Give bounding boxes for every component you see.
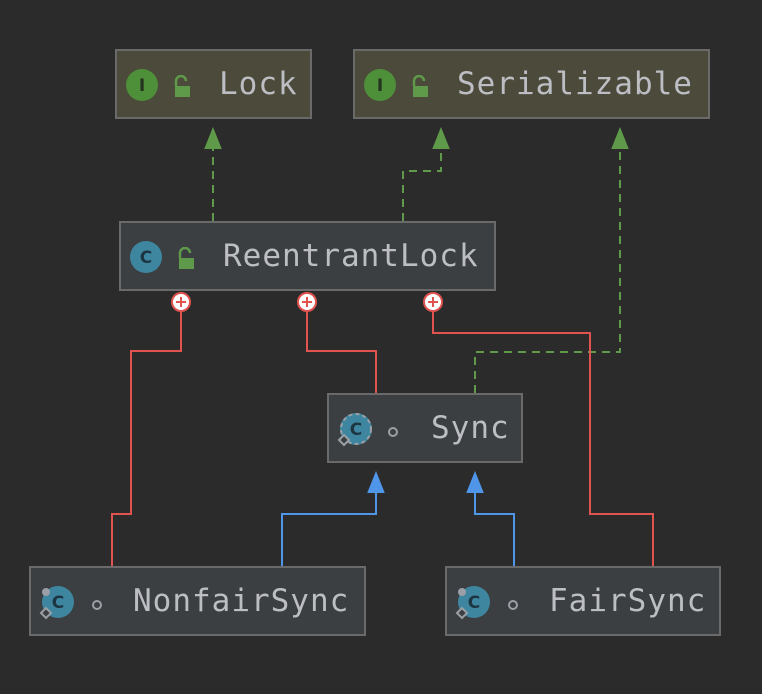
edge-sync-implements-serializable [474,127,629,393]
node-serializable[interactable]: I Serializable [353,49,710,119]
static-class-icon: C [455,586,490,620]
node-reentrantlock[interactable]: C ReentrantLock [119,221,496,291]
edge-nonfairsync-extends-sync [281,471,385,566]
svg-text:I: I [139,76,145,96]
node-lock-label: Lock [219,66,298,102]
interface-icon: I [364,69,396,101]
node-reentrantlock-label: ReentrantLock [223,238,479,274]
circle-plus-icon [423,292,443,312]
edge-fairsync-extends-sync [466,471,515,566]
node-fairsync[interactable]: C FairSync [445,566,721,636]
svg-text:C: C [140,248,152,268]
svg-text:I: I [377,76,383,96]
edge-inner-class-sync [306,310,377,393]
class-icon: C [130,241,162,273]
package-private-dot-icon [508,600,518,610]
edge-inner-class-fairsync [432,310,654,566]
node-sync[interactable]: C Sync [327,393,523,463]
node-nonfairsync[interactable]: C NonfairSync [29,566,366,636]
node-lock[interactable]: I Lock [115,49,312,119]
svg-text:C: C [468,593,480,613]
interface-icon: I [126,69,158,101]
circle-plus-icon [171,292,191,312]
circle-plus-icon [297,292,317,312]
package-private-dot-icon [388,427,398,437]
node-serializable-label: Serializable [457,66,693,102]
edge-inner-class-nonfairsync [111,310,182,566]
node-fairsync-label: FairSync [549,583,707,619]
node-nonfairsync-label: NonfairSync [133,583,350,619]
unlocked-padlock-icon [178,247,194,269]
node-sync-label: Sync [431,410,510,446]
static-class-icon: C [39,586,74,620]
edge-reentrantlock-implements-serializable [402,127,450,221]
unlocked-padlock-icon [174,75,190,97]
svg-text:C: C [350,420,362,440]
package-private-dot-icon [92,600,102,610]
svg-text:C: C [52,593,64,613]
abstract-static-class-icon: C [337,413,372,447]
unlocked-padlock-icon [412,75,428,97]
